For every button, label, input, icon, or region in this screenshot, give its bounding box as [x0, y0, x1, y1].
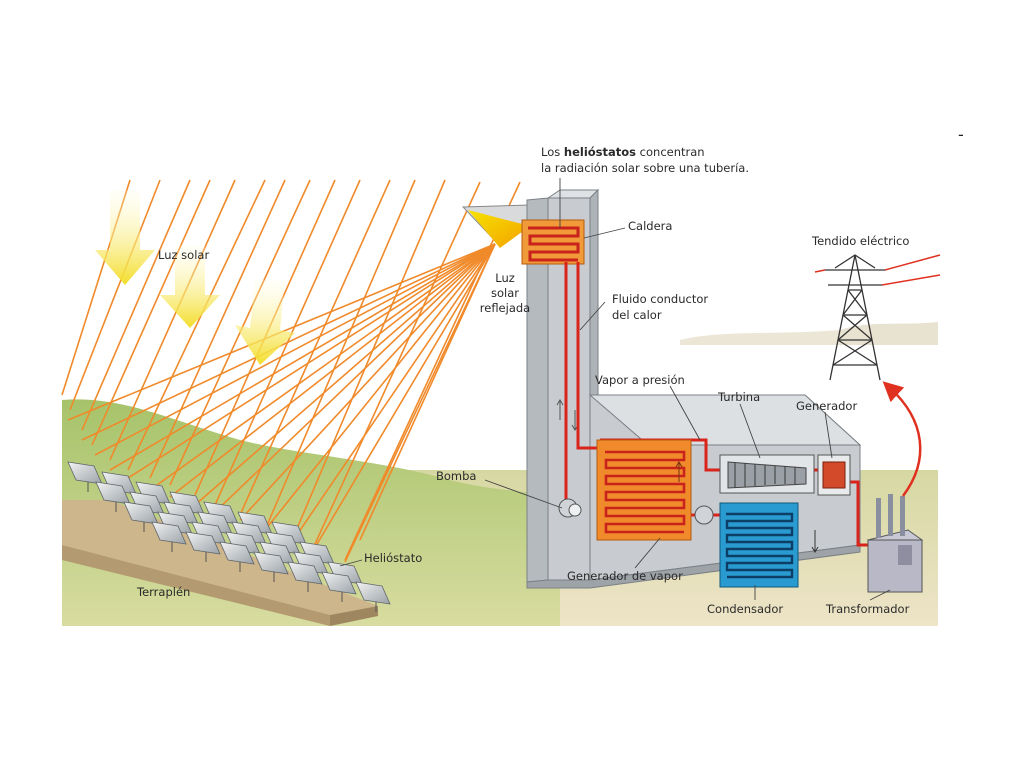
heliostat-mirror [287, 561, 323, 585]
label-fluido-1: Fluido conductor [612, 292, 708, 306]
reflected-ray [81, 243, 496, 441]
power-lines [814, 254, 941, 286]
heliostat-field [62, 461, 391, 626]
label-luz-reflejada-1: Luz [495, 271, 515, 285]
reflected-ray [264, 243, 496, 531]
reflected-ray [214, 243, 496, 513]
reflected-ray [149, 243, 496, 491]
sun-ray [69, 179, 161, 411]
reflected-ray [94, 243, 496, 456]
corner-mark: - [958, 125, 964, 144]
sun-ray [81, 179, 191, 431]
label-luz-reflejada-2: solar [491, 286, 519, 300]
label-generador: Generador [796, 399, 857, 413]
sunlight-arrows [95, 190, 295, 365]
heliostat-mirror [355, 581, 391, 605]
label-turbina: Turbina [717, 390, 760, 404]
power-flow-arrow [882, 381, 922, 497]
condenser [719, 502, 819, 588]
boiler-coil [528, 226, 580, 262]
embankment-side [62, 545, 330, 626]
turbine [719, 454, 815, 494]
reflected-ray [309, 243, 496, 557]
far-hill [840, 322, 938, 345]
sun-ray [289, 179, 446, 546]
receiver [461, 204, 531, 248]
label-luz-solar: Luz solar [158, 248, 209, 262]
boiler [521, 219, 585, 265]
mirror-array [67, 461, 391, 612]
sun-arrow-2 [160, 245, 220, 328]
sun-ray [127, 179, 266, 471]
label-vapor-presion: Vapor a presión [595, 373, 685, 387]
reflected-ray [124, 243, 496, 481]
label-heliostato: Helióstato [364, 551, 422, 565]
heliostat-mirror [185, 531, 221, 555]
sun-ray [109, 179, 236, 461]
electric-generator [817, 454, 851, 496]
label-luz-reflejada-3: reflejada [480, 301, 530, 315]
transmission-pylon [825, 254, 885, 381]
label-transformador: Transformador [825, 602, 910, 616]
reflected-ray [239, 243, 496, 521]
label-fluido-2: del calor [612, 308, 662, 322]
label-bomba: Bomba [436, 469, 476, 483]
caption-line-1: Los helióstatos concentran [541, 145, 705, 159]
caption-line-2: la radiación solar sobre una tubería. [541, 161, 749, 175]
receiver-dish [468, 210, 530, 248]
steam-generator [596, 439, 692, 541]
reflected-ray [109, 243, 496, 471]
heliostat-mirror [253, 551, 289, 575]
reflected-ray [289, 243, 496, 546]
sun-arrow-3 [235, 280, 295, 365]
sun-ray [239, 179, 391, 516]
reflected-ray [194, 243, 496, 506]
heliostat-mirror [219, 541, 255, 565]
sun-ray [149, 179, 286, 479]
sun-ray [91, 179, 211, 446]
far-hill-2 [680, 330, 840, 345]
reflected-ray [359, 243, 496, 541]
label-terraplen: Terraplén [136, 585, 190, 599]
transformer [866, 494, 924, 593]
steam-generator-coil [604, 450, 686, 534]
label-caldera: Caldera [628, 219, 672, 233]
sun-arrow-1 [95, 190, 155, 285]
condenser-coil [725, 512, 794, 579]
label-condensador: Condensador [707, 602, 783, 616]
reflected-ray [169, 243, 496, 498]
heliostat-mirror [151, 521, 187, 545]
heliostat-mirror [321, 571, 357, 595]
sun-rays [61, 179, 521, 561]
embankment-top [62, 500, 378, 615]
label-tendido: Tendido eléctrico [811, 234, 909, 248]
pump [558, 498, 714, 525]
leader-lines [339, 178, 891, 601]
pump-2 [694, 505, 714, 525]
label-generador-vapor: Generador de vapor [567, 569, 683, 583]
